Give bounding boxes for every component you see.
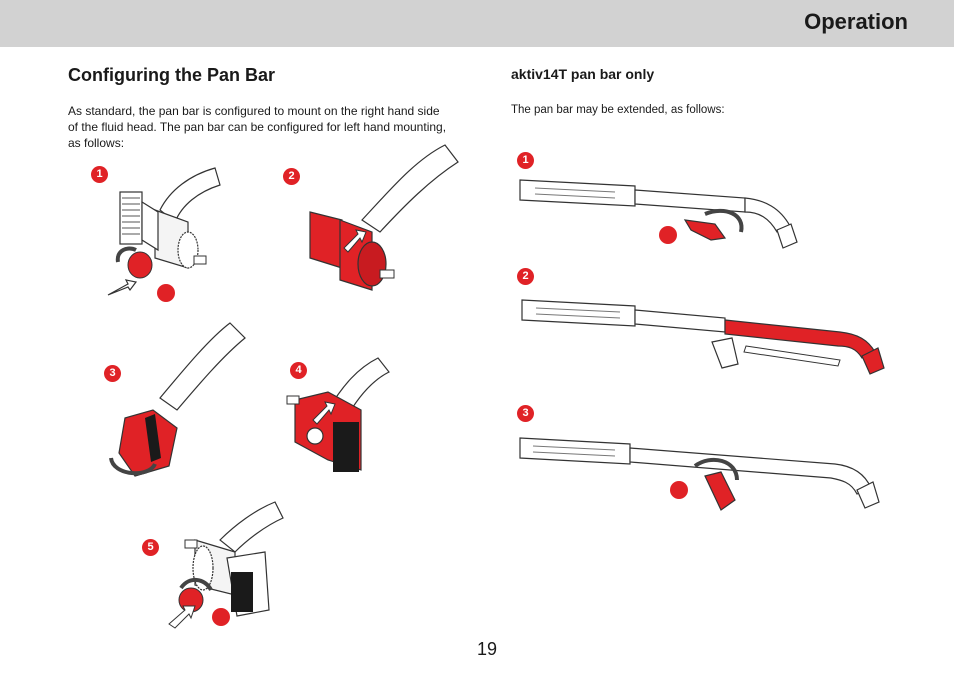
step-badge-right-1: 1: [517, 152, 534, 169]
illustration-right-step-3: [519, 437, 880, 511]
padlock-unlock-icon: [212, 608, 230, 626]
section-body-aktiv14t: The pan bar may be extended, as follows:: [511, 104, 725, 116]
section-heading-configuring: Configuring the Pan Bar: [68, 65, 275, 85]
step-badge-left-4: 4: [290, 362, 307, 379]
step-badge-right-2: 2: [517, 268, 534, 285]
padlock-unlock-icon: [670, 481, 688, 499]
illustration-left-step-4: [286, 357, 390, 472]
illustration-left-step-3: [109, 322, 246, 477]
padlock-unlock-icon: [659, 226, 677, 244]
illustration-right-step-2: [521, 299, 885, 375]
illustration-left-step-1: [107, 167, 221, 296]
page-number: 19: [477, 639, 498, 659]
section-body-configuring: As standard, the pan bar is configured t…: [68, 104, 447, 150]
padlock-unlock-icon: [157, 284, 175, 302]
step-badge-left-3: 3: [104, 365, 121, 382]
header-band: [0, 0, 954, 47]
illustration-right-step-1: [519, 179, 798, 249]
illustration-left-step-5: [168, 501, 284, 629]
section-heading-aktiv14t: aktiv14T pan bar only: [511, 66, 655, 82]
step-badge-right-3: 3: [517, 405, 534, 422]
step-badge-left-1: 1: [91, 166, 108, 183]
illustration-left-step-2: [309, 144, 459, 291]
page-title: Operation: [804, 9, 908, 34]
step-badge-left-2: 2: [283, 168, 300, 185]
step-badge-left-5: 5: [142, 539, 159, 556]
